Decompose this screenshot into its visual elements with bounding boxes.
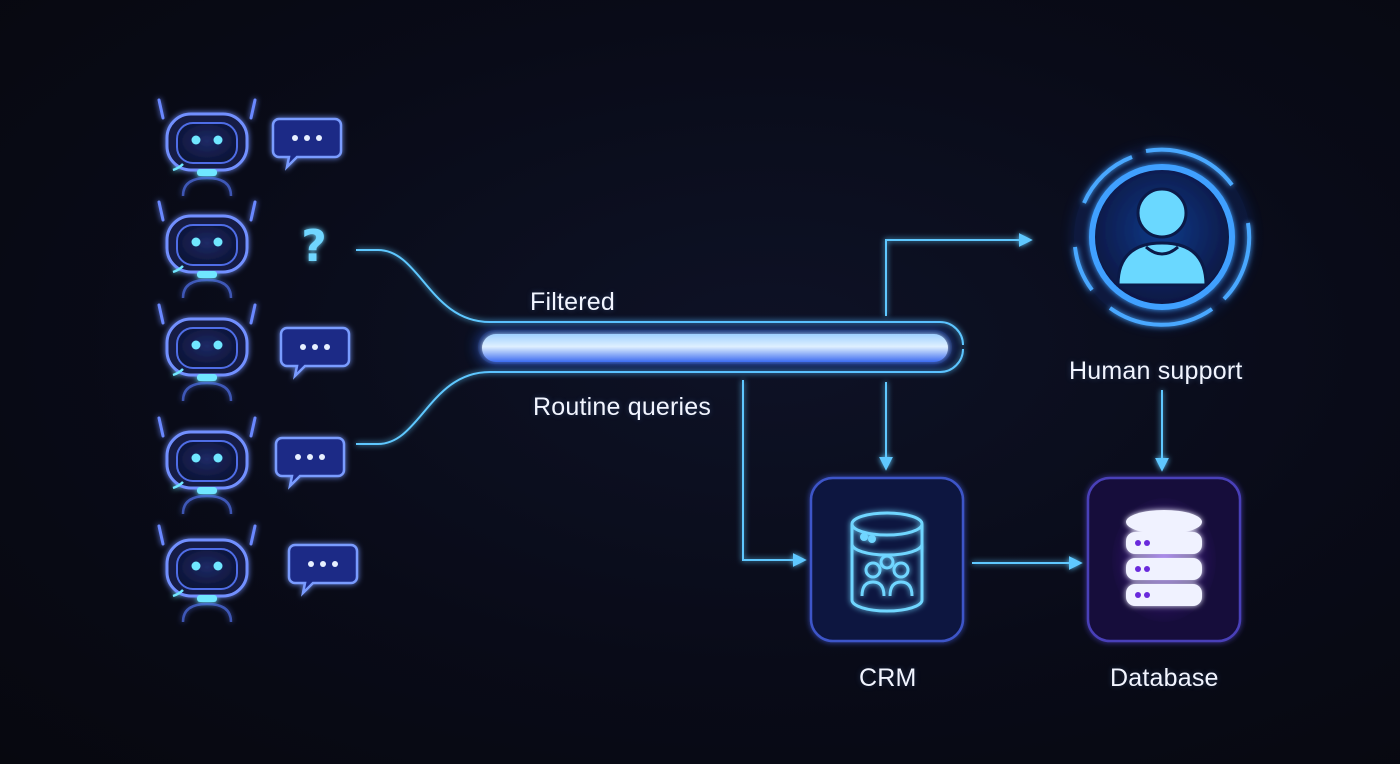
chat-bubble-icon — [274, 436, 346, 488]
chat-bubble-icon — [271, 117, 343, 169]
chat-bubble-icon — [279, 326, 351, 378]
database-people-icon — [850, 511, 924, 613]
filtered-label: Filtered — [530, 288, 615, 316]
database-label: Database — [1110, 664, 1219, 692]
chatbot-icon — [157, 78, 257, 198]
crm-node — [809, 476, 965, 643]
connector-lines — [742, 233, 1169, 570]
chat-bubble-icon — [287, 543, 359, 595]
funnel-lines — [356, 249, 964, 445]
chatbot-list — [157, 78, 257, 624]
database-node — [1086, 476, 1242, 643]
crm-label: CRM — [859, 664, 917, 692]
chatbot-icon — [157, 504, 257, 624]
database-icon — [1126, 510, 1202, 606]
question-mark-icon: ? — [301, 221, 327, 272]
human-support-label: Human support — [1069, 357, 1243, 385]
person-icon — [1073, 147, 1252, 327]
filter-bar — [478, 330, 952, 364]
chatbot-icon — [157, 396, 257, 516]
routine-queries-label: Routine queries — [533, 393, 712, 421]
chatbot-icon — [157, 180, 257, 300]
message-bubbles: ? — [271, 117, 359, 595]
chatbot-icon — [157, 283, 257, 403]
